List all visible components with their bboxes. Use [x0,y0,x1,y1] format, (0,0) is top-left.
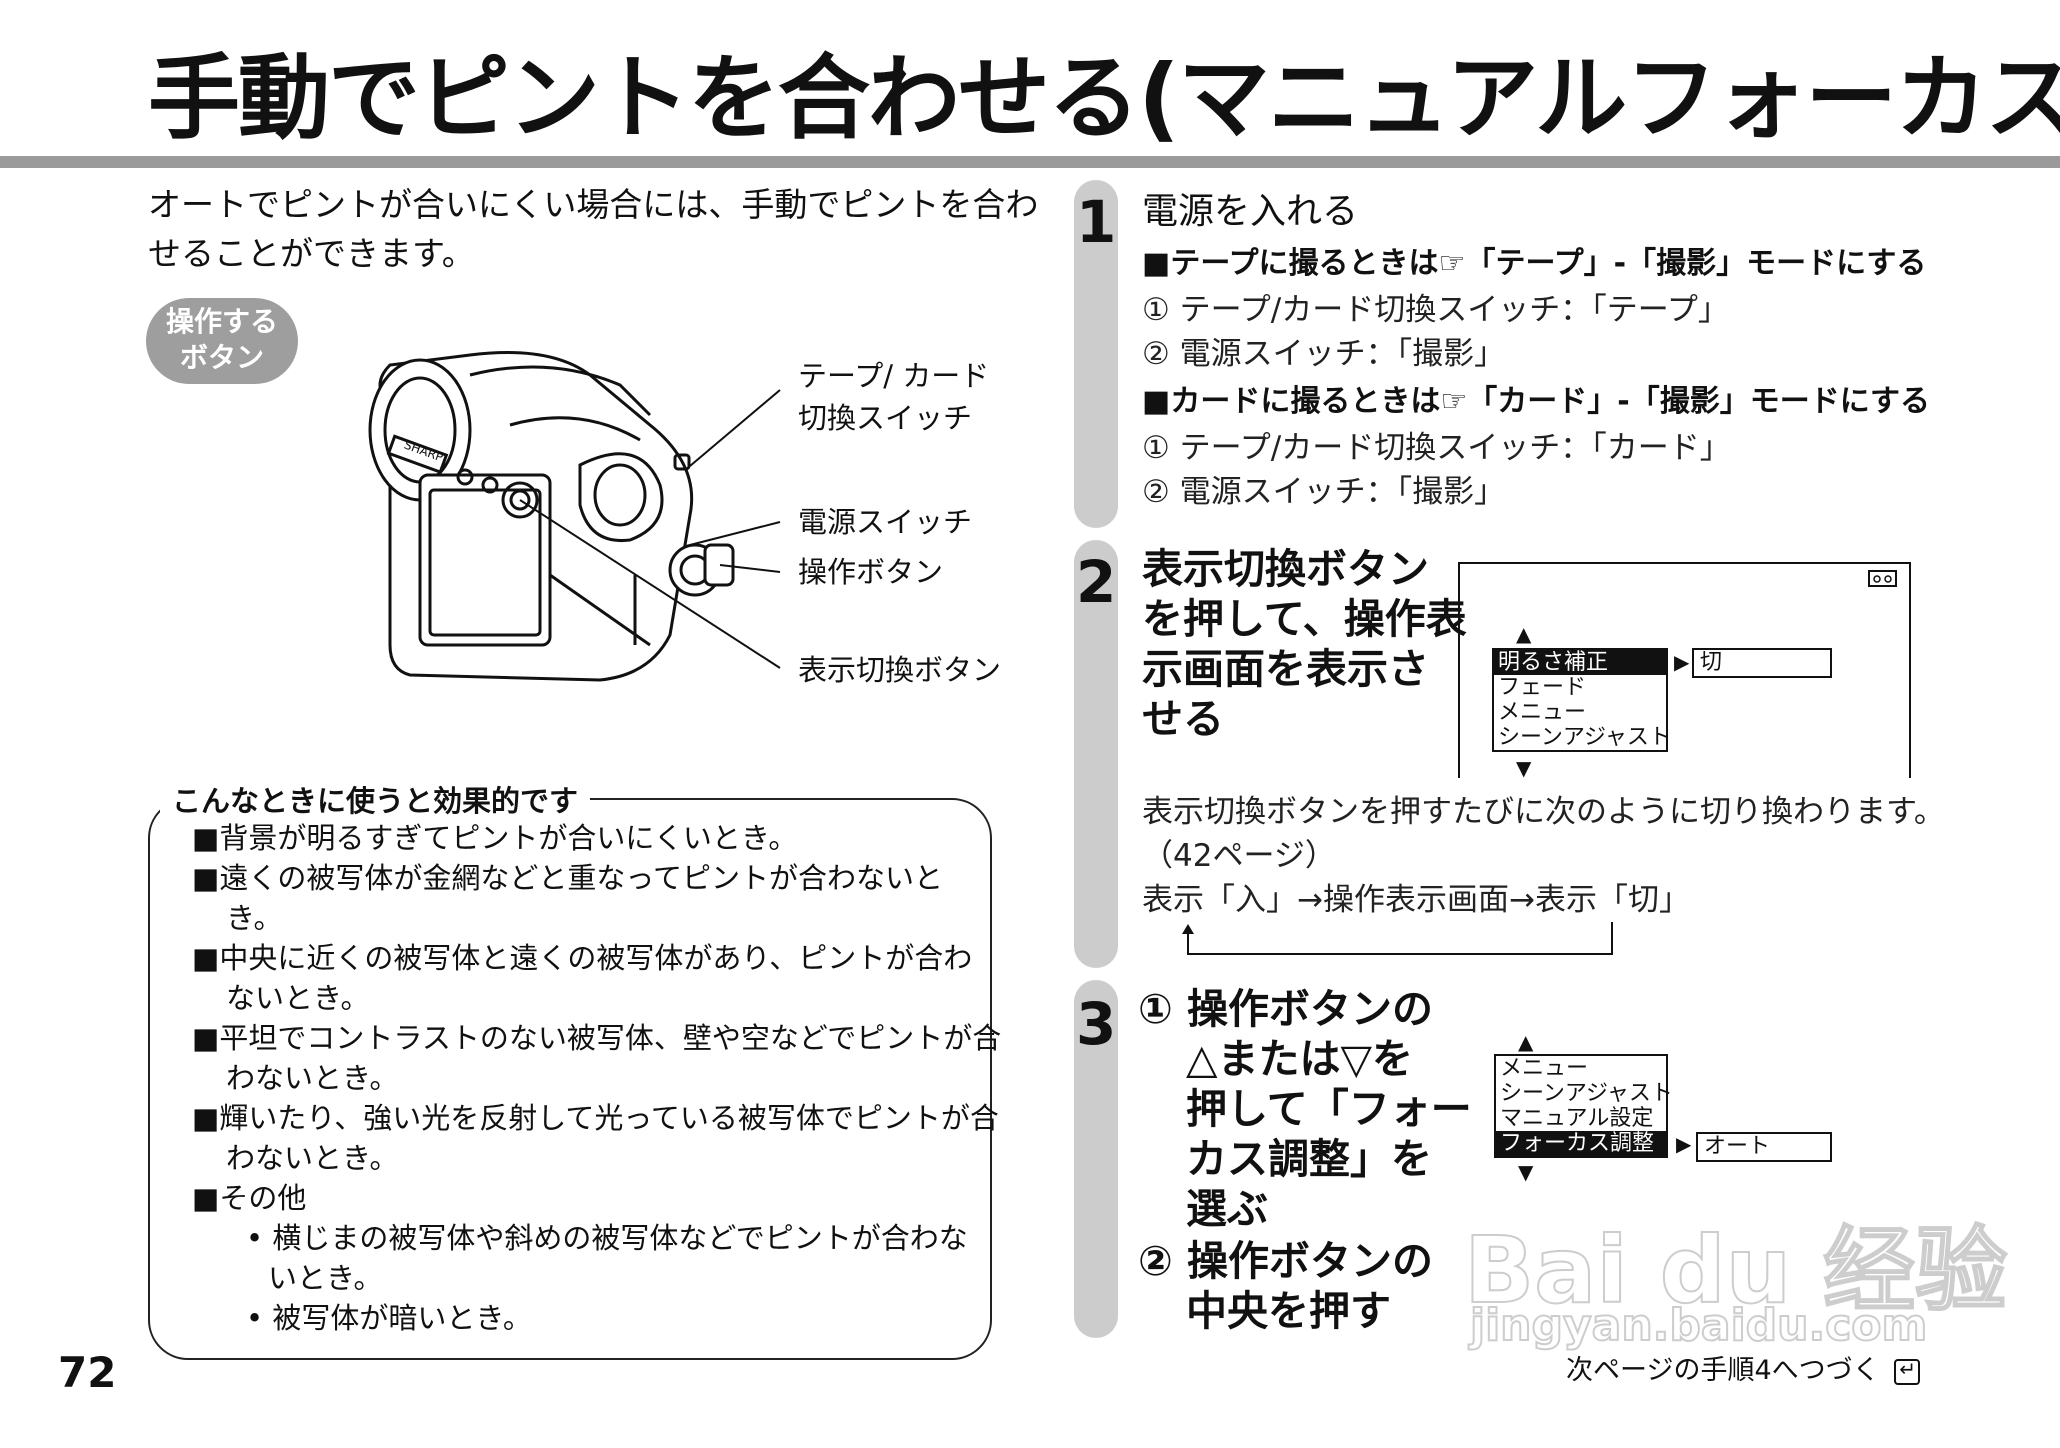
lcd-menu-item: シーンアジャスト [1498,725,1671,750]
badge-line: 操作する [165,305,278,338]
step-bar [1074,980,1118,1338]
step-bar [1074,540,1118,968]
badge-line: ボタン [179,341,264,374]
tip-item: わないとき。 [226,1141,399,1175]
step2-instruction: せる [1142,695,1224,743]
callout-operation-button: 操作ボタン [798,555,944,589]
step1-card-item: ① テープ/カード切換スイッチ：「カード」 [1142,430,1731,466]
tip-item: ■背景が明るすぎてピントが合いにくいとき。 [192,821,798,855]
tip-item: わないとき。 [226,1061,399,1095]
page-title: 手動でピントを合わせる(マニュアルフォーカス) [148,45,2060,152]
step1-tape-heading: ■テープに撮るときは☞「テープ」-「撮影」モードにする [1142,246,1927,281]
step3-instruction: カス調整」を [1186,1135,1432,1183]
tip-item: ■輝いたり、強い光を反射して光っている被写体でピントが合 [192,1101,999,1135]
next-page-note: 次ページの手順4へつづく ↵ [1566,1348,1921,1387]
step-number: 3 [1076,990,1117,1058]
lcd-screen-step2 [1458,562,1911,778]
callout-tape-card: テープ/ カード [798,359,990,393]
tip-item: ■遠くの被写体が金網などと重なってピントが合わないと [192,861,943,895]
step3-instruction: 選ぶ [1186,1185,1268,1233]
lcd-menu-step2: 明るさ補正 フェード メニュー シーンアジャスト [1492,648,1671,752]
continue-arrow-icon: ↵ [1894,1357,1921,1385]
lcd-menu-item: フォーカス調整 [1496,1131,1666,1156]
step3-instruction: 中央を押す [1186,1287,1391,1335]
intro-text: オートでピントが合いにくい場合には、手動でピントを合わ せることができます。 [148,180,1039,278]
tip-item: ■中央に近くの被写体と遠くの被写体があり、ピントが合わ [192,941,973,975]
intro-line: せることができます。 [148,234,475,273]
step3-instruction: ② 操作ボタンの [1138,1237,1433,1285]
step3-instruction: 押して「フォー [1186,1085,1472,1133]
tip-item: ■平坦でコントラストのない被写体、壁や空などでピントが合 [192,1021,1002,1055]
step2-instruction: を押して、操作表 [1142,595,1467,643]
callout-display-button: 表示切換ボタン [798,653,1002,687]
next-page-text: 次ページの手順4へつづく [1566,1355,1880,1386]
tip-subitem: • 横じまの被写体や斜めの被写体などでピントが合わな [246,1221,968,1255]
cycle-return-arrow [1182,922,1613,955]
step2-instruction: 表示切換ボタン [1142,545,1429,593]
tip-subitem: • 被写体が暗いとき。 [246,1301,532,1335]
step3-instruction: ① 操作ボタンの [1138,985,1433,1033]
step-number: 1 [1076,188,1117,256]
buttons-badge: 操作する ボタン [146,298,298,384]
step1-tape-item: ① テープ/カード切換スイッチ：「テープ」 [1142,292,1729,328]
tip-item: ■その他 [192,1181,307,1215]
right-arrow-icon: ▶ [1676,1132,1692,1156]
tips-title: こんなときに使うと効果的です [160,778,591,820]
watermark-brand: Bai du 经验 [1463,1216,2008,1325]
lcd-menu-item: 明るさ補正 [1494,650,1666,675]
down-arrow-icon: ▼ [1516,756,1532,780]
step-bar [1074,180,1118,528]
right-arrow-icon: ▶ [1674,650,1690,674]
step1-heading: 電源を入れる [1142,191,1359,232]
step2-cycle: 表示「入」→操作表示画面→表示「切」 [1142,882,1690,918]
title-rule [0,156,2060,168]
step3-instruction: △または▽を [1186,1035,1414,1083]
lcd-menu-item: シーンアジャスト [1500,1081,1673,1106]
camcorder-illustration: SHARP [368,351,735,682]
lcd-menu-step3: メニュー シーンアジャスト マニュアル設定 フォーカス調整 [1494,1054,1673,1158]
lcd-menu-item: メニュー [1500,1056,1589,1081]
lcd-value-box: オート [1696,1132,1832,1162]
tip-item: ないとき。 [226,981,370,1015]
step1-card-item: ② 電源スイッチ：「撮影」 [1142,474,1506,510]
page-number: 72 [58,1348,117,1397]
down-arrow-icon: ▼ [1518,1160,1534,1184]
tip-subitem: いとき。 [268,1261,383,1295]
lcd-menu-item: フェード [1498,675,1587,700]
step1-tape-item: ② 電源スイッチ：「撮影」 [1142,336,1506,372]
callout-tape-card: 切換スイッチ [798,401,973,435]
step2-note: 表示切換ボタンを押すたびに次のように切り換わります。 [1142,794,1945,830]
lcd-value-box: 切 [1692,648,1832,678]
step-number: 2 [1076,548,1117,616]
tip-item: き。 [226,901,283,935]
step1-card-heading: ■カードに撮るときは☞「カード」-「撮影」モードにする [1142,384,1930,419]
intro-line: オートでピントが合いにくい場合には、手動でピントを合わ [148,185,1039,224]
up-arrow-icon: ▲ [1518,1030,1534,1054]
lcd-menu-item: マニュアル設定 [1500,1106,1654,1131]
step2-instruction: 示画面を表示さ [1142,645,1429,693]
up-arrow-icon: ▲ [1516,622,1532,646]
callout-power-switch: 電源スイッチ [798,505,973,539]
watermark-url: jingyan.baidu.com [1469,1299,1928,1352]
cassette-icon [1868,570,1897,587]
lcd-menu-item: メニュー [1498,700,1587,725]
step2-page-ref: （42ページ） [1142,838,1336,874]
